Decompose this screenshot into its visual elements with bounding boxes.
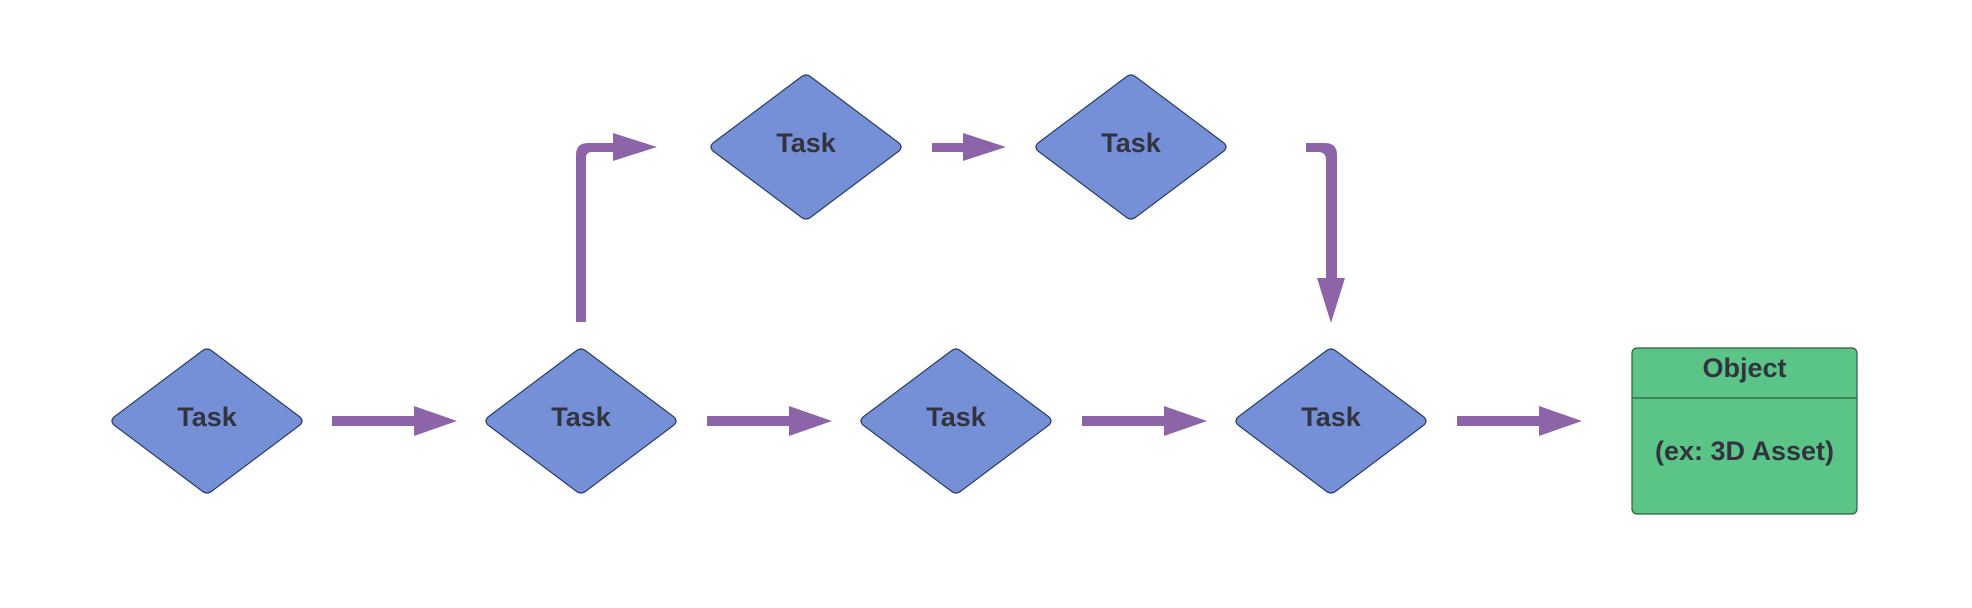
arrow-upper-task2-to-task4 — [1306, 143, 1345, 323]
task-diamond — [1035, 74, 1227, 220]
arrow-task4-to-object — [1457, 406, 1582, 436]
task-diamond — [710, 74, 902, 220]
object-title: Object — [1702, 353, 1786, 383]
task-node-3: Task — [860, 348, 1052, 494]
object-node: Object (ex: 3D Asset) — [1631, 347, 1858, 515]
task-node-1: Task — [111, 348, 303, 494]
task-node-upper-2: Task — [1035, 74, 1227, 220]
task-label: Task — [776, 128, 837, 158]
task-label: Task — [926, 402, 987, 432]
arrow-task2-to-task3 — [707, 406, 832, 436]
task-label: Task — [177, 402, 238, 432]
task-node-upper-1: Task — [710, 74, 902, 220]
task-label: Task — [1101, 128, 1162, 158]
task-node-4: Task — [1235, 348, 1427, 494]
task-diamond — [860, 348, 1052, 494]
task-label: Task — [551, 402, 612, 432]
arrow-task2-to-upper-task1 — [576, 133, 657, 322]
object-body: (ex: 3D Asset) — [1655, 436, 1834, 466]
connectors — [332, 133, 1582, 436]
task-label: Task — [1301, 402, 1362, 432]
arrow-task1-to-task2 — [332, 406, 457, 436]
object-box — [1631, 347, 1858, 515]
task-diamond — [485, 348, 677, 494]
task-diamond — [1235, 348, 1427, 494]
arrow-task3-to-task4 — [1082, 406, 1207, 436]
arrow-upper-task1-to-upper-task2 — [932, 133, 1006, 161]
task-node-2: Task — [485, 348, 677, 494]
task-diamond — [111, 348, 303, 494]
